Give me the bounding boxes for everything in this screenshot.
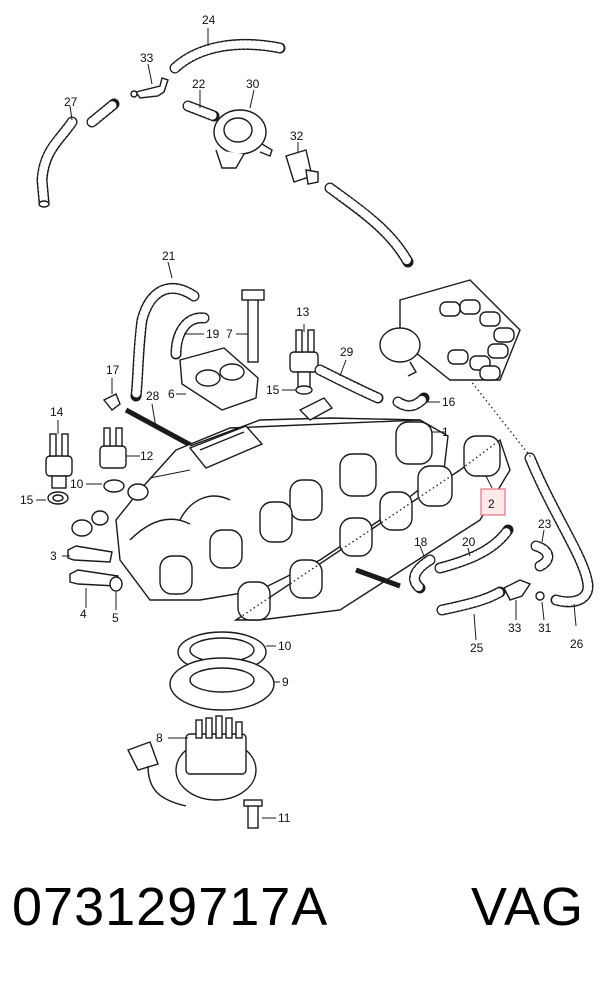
callout-14: 14 (50, 405, 64, 419)
intake-manifold (115, 397, 449, 601)
callout-20: 20 (462, 535, 476, 549)
callout-11: 11 (278, 811, 291, 825)
callout-5: 5 (112, 611, 119, 625)
hose-16 (392, 392, 430, 412)
callout-30: 30 (246, 77, 260, 91)
gasket-9 (169, 657, 275, 711)
brand-label: VAG (470, 877, 584, 937)
part-number: 073129717A (12, 877, 329, 937)
washer-10-small (103, 479, 125, 493)
intake-ports (159, 421, 433, 595)
intake-gasket-2 (233, 435, 511, 621)
hose-25 (436, 586, 506, 616)
callout-1: 1 (442, 425, 449, 439)
callout-28: 28 (146, 389, 160, 403)
callout-27: 27 (64, 95, 78, 109)
t-connector-33-bottom (503, 579, 532, 601)
callout-19: 19 (206, 327, 220, 341)
washer-15-lower (47, 491, 69, 505)
hose-29 (314, 364, 384, 404)
callout-6: 6 (168, 387, 175, 401)
callout-10-small: 10 (70, 477, 84, 491)
hose-long-26-top (324, 182, 414, 268)
hose-20 (434, 524, 514, 574)
rod-28 (124, 407, 198, 451)
callout-15-upper: 15 (266, 383, 280, 397)
callout-15-lower: 15 (20, 493, 34, 507)
throttle-body-8 (127, 715, 257, 807)
highlight-part-2 (480, 488, 506, 516)
callout-10: 10 (278, 639, 292, 653)
hose-18 (409, 554, 436, 594)
stud-7 (241, 289, 265, 363)
callout-24: 24 (202, 13, 216, 27)
intake-flange-6 (179, 347, 259, 411)
callout-18: 18 (414, 535, 428, 549)
callout-17: 17 (106, 363, 120, 377)
valve-32 (285, 149, 319, 185)
hose-19 (170, 312, 210, 360)
callout-26: 26 (570, 637, 584, 651)
sensor-12 (99, 427, 127, 469)
callout-4: 4 (80, 607, 87, 621)
washer-15-upper (295, 385, 313, 395)
cap-31 (535, 591, 545, 601)
hose-26 (524, 452, 594, 608)
callout-labels: 24 33 22 30 27 32 21 13 19 7 29 17 6 28 … (20, 13, 584, 825)
t-connector-33-top (130, 77, 169, 99)
vacuum-unit-30 (213, 109, 273, 169)
callout-9: 9 (282, 675, 289, 689)
callout-25: 25 (470, 641, 484, 655)
callout-23: 23 (538, 517, 552, 531)
callout-3: 3 (50, 549, 57, 563)
cap-17 (102, 393, 121, 411)
hose-27 (36, 116, 78, 208)
callout-33-bottom: 33 (508, 621, 522, 635)
hose-24 (169, 38, 286, 74)
bolts-3-4-5 (67, 483, 149, 592)
sensor-14 (45, 433, 73, 489)
callout-8: 8 (156, 731, 163, 745)
screw-11 (243, 799, 263, 829)
hose-21 (130, 282, 200, 402)
callout-2: 2 (488, 497, 495, 511)
callout-16: 16 (442, 395, 456, 409)
sensor-13 (289, 329, 319, 389)
callout-32: 32 (290, 129, 304, 143)
callout-7: 7 (226, 327, 233, 341)
hose-connector-small (86, 98, 120, 128)
callout-21: 21 (162, 249, 176, 263)
callout-13: 13 (296, 305, 310, 319)
hose-23 (530, 540, 554, 572)
parts-diagram: 24 33 22 30 27 32 21 13 19 7 29 17 6 28 … (20, 13, 594, 829)
callout-29: 29 (340, 345, 354, 359)
callout-31: 31 (538, 621, 552, 635)
callout-12: 12 (140, 449, 154, 463)
callout-33-top: 33 (140, 51, 154, 65)
callout-22: 22 (192, 77, 206, 91)
distributor-cap (379, 279, 521, 381)
hose-22 (182, 100, 220, 122)
